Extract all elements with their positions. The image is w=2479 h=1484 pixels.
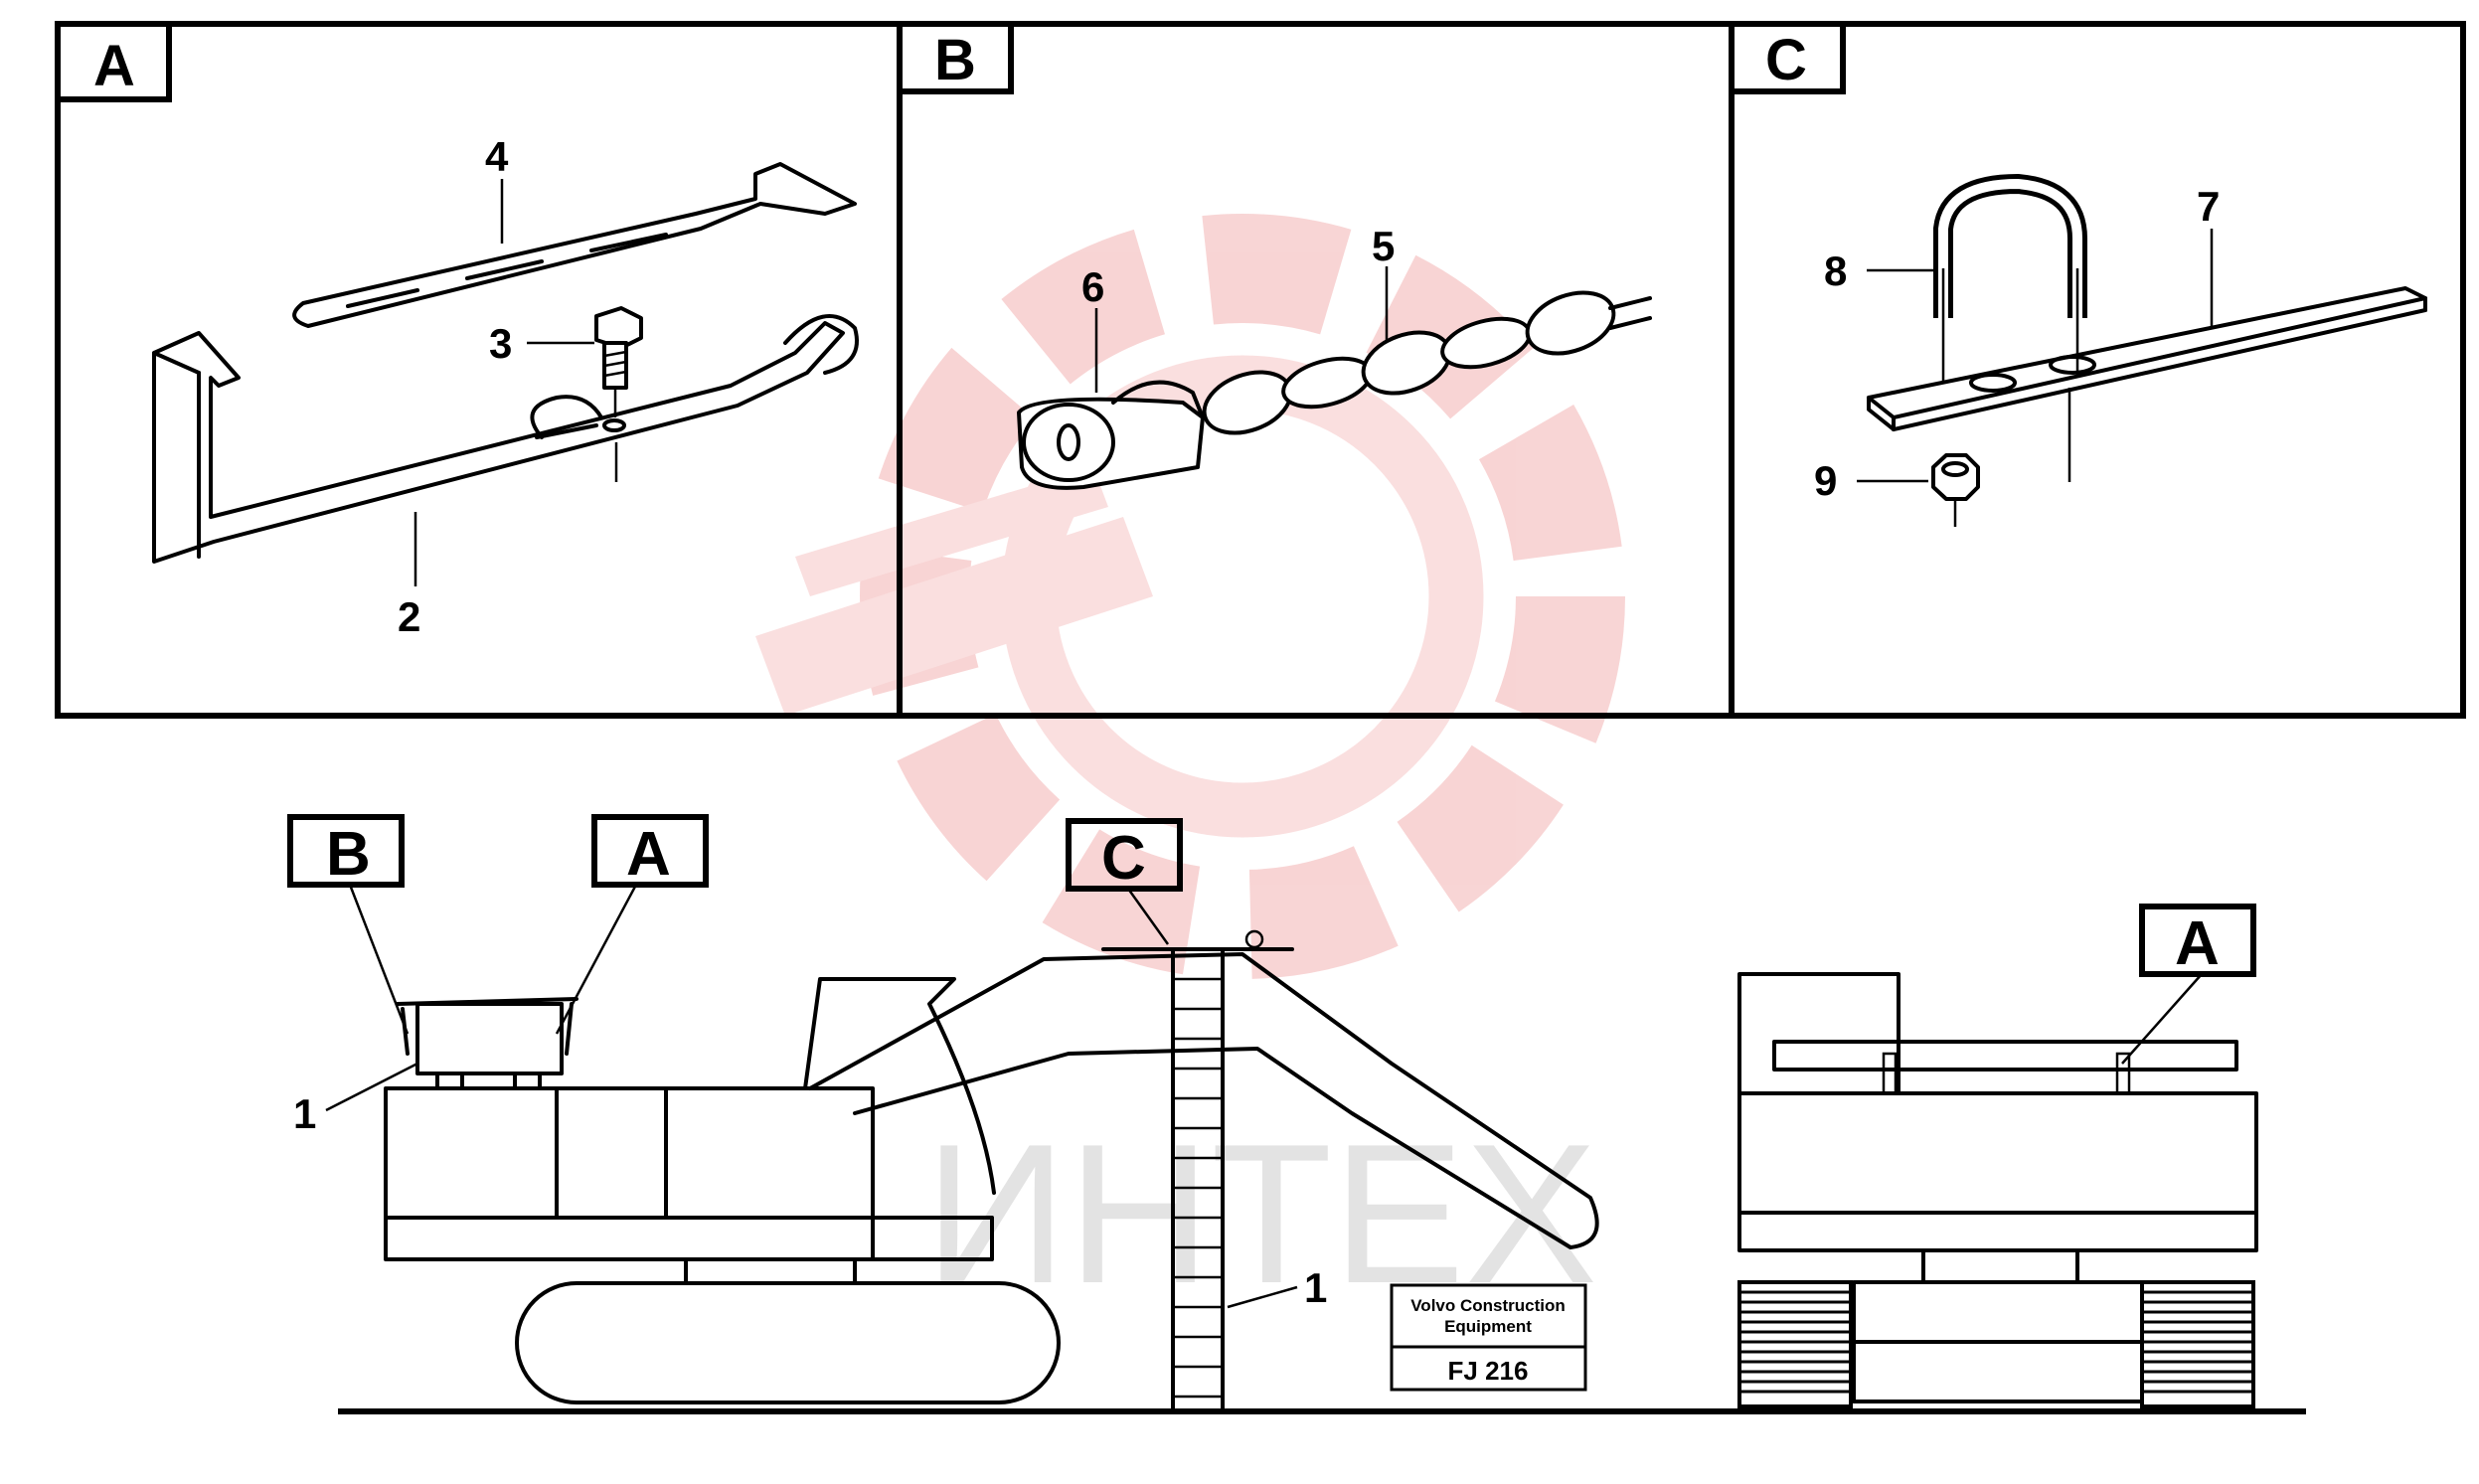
callout-3: 3	[489, 320, 512, 367]
leader-tag-a-right	[2121, 973, 2203, 1065]
leader-tag-c	[1126, 888, 1170, 945]
svg-text:A: A	[2175, 909, 2220, 978]
leader-tag-b	[348, 884, 410, 1035]
part-8-u-bolt	[1933, 173, 2087, 482]
part-4-slotted-strap	[292, 162, 857, 328]
panel-b-tag: B	[897, 21, 1014, 94]
overview-tag-c: C	[1066, 818, 1183, 893]
boarding-ladder	[1101, 929, 1294, 1413]
callout-8: 8	[1824, 247, 1847, 294]
panels-frame	[55, 21, 2466, 719]
title-block-code: FJ 216	[1448, 1356, 1529, 1386]
leader-overview-1-left	[325, 1062, 418, 1112]
callout-9: 9	[1814, 457, 1837, 504]
overview-tag-a-left: A	[591, 814, 709, 889]
callout-overview-1-left: 1	[293, 1090, 316, 1137]
panel-c-tag: C	[1729, 21, 1846, 94]
watermark-gear-logo	[755, 214, 1625, 979]
svg-text:B: B	[326, 820, 371, 889]
callout-overview-1-ladder: 1	[1304, 1264, 1327, 1311]
svg-text:A: A	[93, 34, 135, 98]
part-6-padlock	[1017, 380, 1205, 490]
callout-7: 7	[2197, 183, 2220, 230]
overview-tag-a-right: A	[2139, 904, 2256, 978]
title-block-line2: Equipment	[1444, 1317, 1532, 1336]
part-3-bolt	[594, 306, 643, 417]
callout-5: 5	[1372, 223, 1395, 269]
part-9-nut	[1931, 453, 1980, 527]
svg-text:B: B	[934, 28, 976, 92]
excavator-front-view	[1737, 972, 2258, 1408]
leader-tag-a-left	[555, 884, 638, 1035]
callout-2: 2	[398, 593, 420, 640]
excavator-side-view	[384, 952, 1599, 1404]
panel-a-tag: A	[55, 21, 172, 102]
svg-text:C: C	[1101, 824, 1146, 893]
title-block: Volvo Construction Equipment FJ 216	[1390, 1283, 1587, 1392]
part-5-chain	[1202, 290, 1652, 435]
svg-text:C: C	[1765, 28, 1807, 92]
callout-6: 6	[1081, 263, 1104, 310]
leader-overview-1-ladder	[1227, 1285, 1298, 1309]
part-2-bracket	[152, 314, 859, 564]
svg-text:A: A	[626, 820, 671, 889]
part-7-flat-bar	[1867, 286, 2427, 431]
title-block-line1: Volvo Construction	[1410, 1296, 1566, 1315]
callout-4: 4	[485, 133, 509, 180]
overview-tag-b: B	[287, 814, 405, 889]
